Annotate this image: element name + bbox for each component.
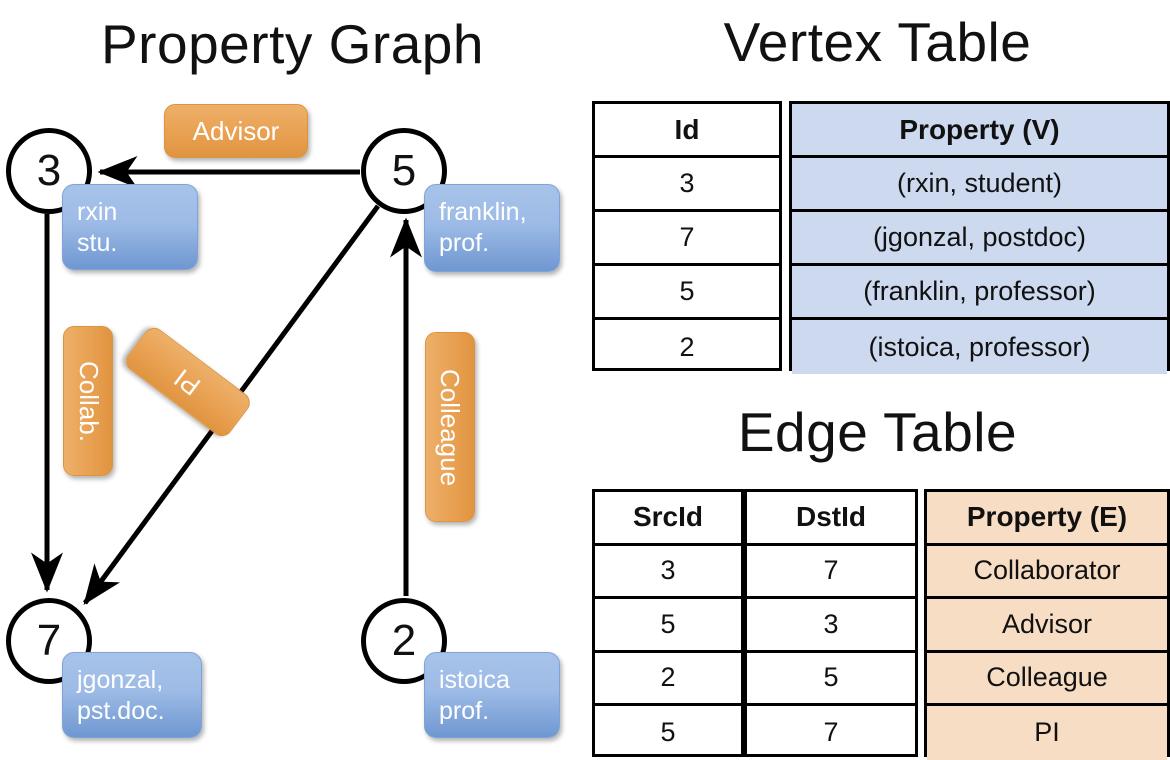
edge-callout-collab[interactable]: Collab. <box>63 326 113 476</box>
property-graph-diagram: 3 5 7 2 rxin stu. franklin, prof. jgonza… <box>0 90 585 760</box>
page-title-edge-table: Edge Table <box>737 401 1018 463</box>
graph-node-2-label: 2 <box>391 616 417 665</box>
edge-callout-advisor-text: Advisor <box>192 115 280 146</box>
edge-table-header-property: Property (E) <box>927 492 1167 546</box>
vertex-table-header-id: Id <box>595 104 779 158</box>
edge-table-column-property: Property (E) Collaborator Advisor Collea… <box>924 489 1170 760</box>
edge-callout-pi-text: PI <box>168 363 207 402</box>
vertex-table-header-property: Property (V) <box>792 104 1167 158</box>
edge-table-header-dstid: DstId <box>747 492 915 546</box>
vertex-table-cell-id: 7 <box>595 212 779 266</box>
graph-node-3-label: 3 <box>36 146 62 195</box>
graph-node-5[interactable]: 5 <box>361 128 447 214</box>
edge-table-cell-dstid: 7 <box>823 717 839 748</box>
vertex-table-column-property: Property (V) (rxin, student) (jgonzal, p… <box>789 101 1170 374</box>
edge-callout-colleague[interactable]: Colleague <box>425 332 475 522</box>
node-callout-franklin-line1: franklin, <box>439 198 527 226</box>
edge-table-cell-property: Advisor <box>927 599 1167 653</box>
edge-table: SrcId 3 5 2 5 DstId 7 3 5 7 Property (E)… <box>592 489 1170 760</box>
graph-node-3[interactable]: 3 <box>6 128 92 214</box>
node-callout-rxin-line2: stu. <box>77 229 118 257</box>
edge-callout-collab-text: Collab. <box>73 360 104 442</box>
node-callout-istoica-line1: istoica <box>439 666 510 694</box>
edge-table-cell-srcid: 3 <box>595 546 741 599</box>
edge-table-cell-dstid: 3 <box>747 599 915 653</box>
edge-table-cell-property: PI <box>927 706 1167 760</box>
page-title-vertex-table: Vertex Table <box>723 11 1032 73</box>
node-callout-istoica[interactable]: istoica prof. <box>424 652 560 738</box>
vertex-table-cell-id: 5 <box>595 266 779 320</box>
edge-table-cell-srcid: 5 <box>660 717 676 748</box>
edge-table-cell-srcid: 5 <box>595 599 741 653</box>
vertex-table-column-id: Id 3 7 5 2 <box>592 101 782 371</box>
edge-table-column-srcid: SrcId 3 5 2 5 <box>592 489 744 757</box>
node-callout-rxin-line1: rxin <box>77 198 118 226</box>
node-callout-istoica-line2: prof. <box>439 697 490 725</box>
edge-table-cell-srcid: 2 <box>595 653 741 706</box>
edge-table-cell-property: Collaborator <box>927 545 1167 599</box>
node-callout-franklin-line2: prof. <box>439 229 490 257</box>
edge-table-cell-property: Colleague <box>927 652 1167 706</box>
node-callout-jgonzal-line1: jgonzal, <box>77 666 164 694</box>
page-title-property-graph: Property Graph <box>100 13 484 75</box>
edge-table-cell-dstid: 5 <box>747 653 915 706</box>
node-callout-rxin[interactable]: rxin stu. <box>62 184 198 270</box>
vertex-table: Id 3 7 5 2 Property (V) (rxin, student) … <box>592 101 1170 374</box>
node-callout-franklin[interactable]: franklin, prof. <box>424 184 560 272</box>
graph-node-5-label: 5 <box>391 146 417 195</box>
edge-callout-advisor[interactable]: Advisor <box>164 104 308 158</box>
vertex-table-cell-property: (franklin, professor) <box>792 266 1167 320</box>
edge-table-header-srcid: SrcId <box>595 492 741 546</box>
vertex-table-cell-property: (rxin, student) <box>792 158 1167 212</box>
vertex-table-cell-id: 2 <box>679 331 695 362</box>
node-callout-jgonzal[interactable]: jgonzal, pst.doc. <box>62 652 202 738</box>
vertex-table-cell-property: (istoica, professor) <box>792 320 1167 374</box>
edge-table-cell-dstid: 7 <box>747 546 915 599</box>
vertex-table-cell-property: (jgonzal, postdoc) <box>792 212 1167 266</box>
node-callout-jgonzal-line2: pst.doc. <box>77 697 165 725</box>
graph-node-7-label: 7 <box>36 616 62 665</box>
edge-table-column-dstid: DstId 7 3 5 7 <box>744 489 918 757</box>
edge-callout-colleague-text: Colleague <box>435 368 466 486</box>
vertex-table-cell-id: 3 <box>595 158 779 212</box>
